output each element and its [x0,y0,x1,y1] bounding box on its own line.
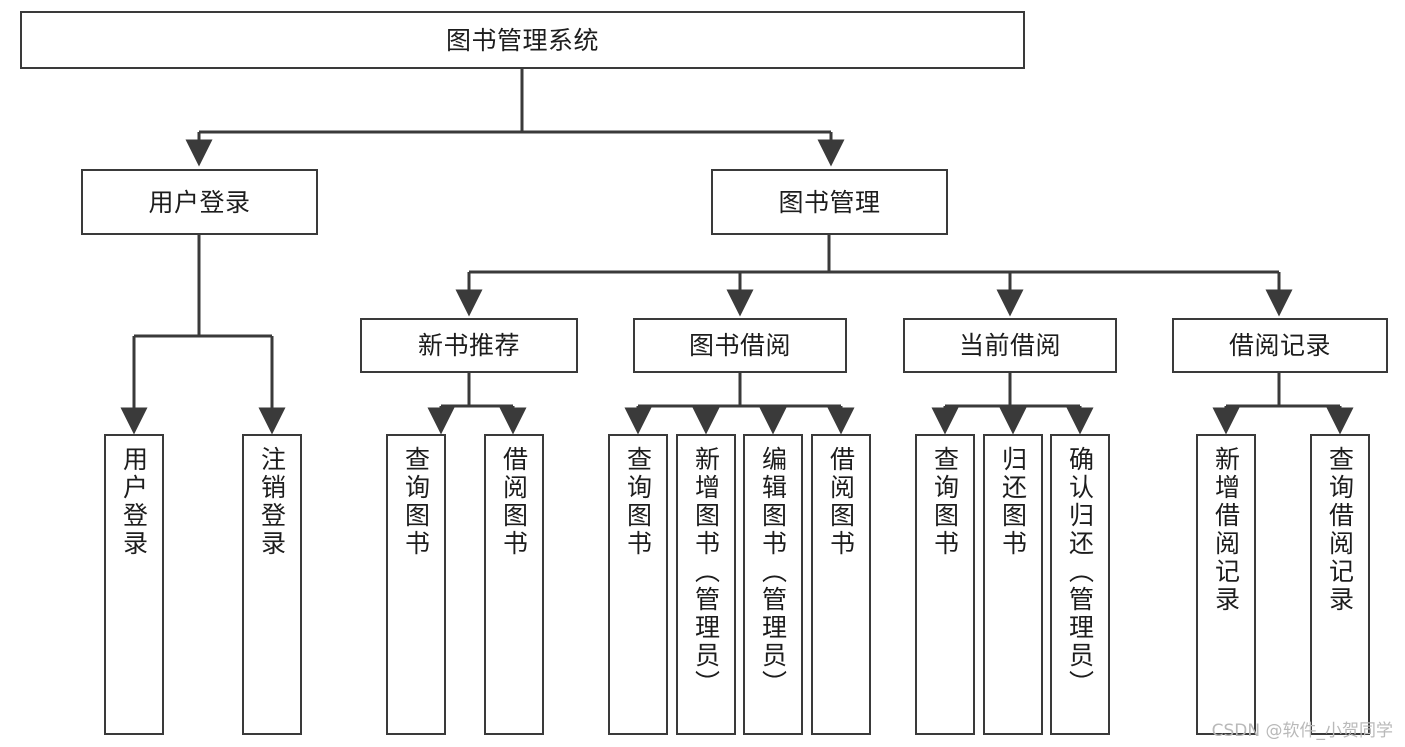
node-borrow-record[interactable]: 借阅记录 [1172,318,1388,373]
node-label: 新增图书（管理员） [691,446,721,698]
node-label: 用户登录 [119,446,149,558]
node-label: 归还图书 [998,446,1028,558]
node-leaf-borrow-book-1[interactable]: 借阅图书 [484,434,544,735]
node-label: 新书推荐 [417,331,520,360]
node-leaf-borrow-book-2[interactable]: 借阅图书 [811,434,871,735]
node-label: 图书借阅 [688,331,791,360]
node-label: 查询图书 [623,446,653,558]
node-leaf-user-login[interactable]: 用户登录 [104,434,164,735]
node-label: 新增借阅记录 [1211,446,1241,614]
node-leaf-confirm-return[interactable]: 确认归还（管理员） [1050,434,1110,735]
node-label: 借阅记录 [1228,331,1331,360]
node-label: 图书管理 [778,187,881,217]
node-label: 编辑图书（管理员） [758,446,788,698]
node-book-manage[interactable]: 图书管理 [711,169,948,235]
node-leaf-user-logout[interactable]: 注销登录 [242,434,302,735]
node-label: 查询图书 [401,446,431,558]
node-book-borrow[interactable]: 图书借阅 [633,318,847,373]
node-label: 借阅图书 [499,446,529,558]
node-leaf-query-book-2[interactable]: 查询图书 [608,434,668,735]
node-leaf-add-book[interactable]: 新增图书（管理员） [676,434,736,735]
node-leaf-add-record[interactable]: 新增借阅记录 [1196,434,1256,735]
node-leaf-edit-book[interactable]: 编辑图书（管理员） [743,434,803,735]
node-label: 确认归还（管理员） [1065,446,1095,698]
node-label: 图书管理系统 [445,25,599,55]
node-label: 当前借阅 [958,331,1061,360]
node-label: 注销登录 [257,446,287,558]
node-label: 借阅图书 [826,446,856,558]
node-leaf-return-book[interactable]: 归还图书 [983,434,1043,735]
node-root-system[interactable]: 图书管理系统 [20,11,1025,69]
node-current-borrow[interactable]: 当前借阅 [903,318,1117,373]
node-leaf-query-record[interactable]: 查询借阅记录 [1310,434,1370,735]
node-leaf-query-book-3[interactable]: 查询图书 [915,434,975,735]
node-label: 查询图书 [930,446,960,558]
node-label: 用户登录 [148,187,251,217]
node-label: 查询借阅记录 [1325,446,1355,614]
node-user-login[interactable]: 用户登录 [81,169,318,235]
node-leaf-query-book-1[interactable]: 查询图书 [386,434,446,735]
watermark-text: CSDN @软件_小贺同学 [1211,721,1393,741]
node-new-book-rec[interactable]: 新书推荐 [360,318,578,373]
